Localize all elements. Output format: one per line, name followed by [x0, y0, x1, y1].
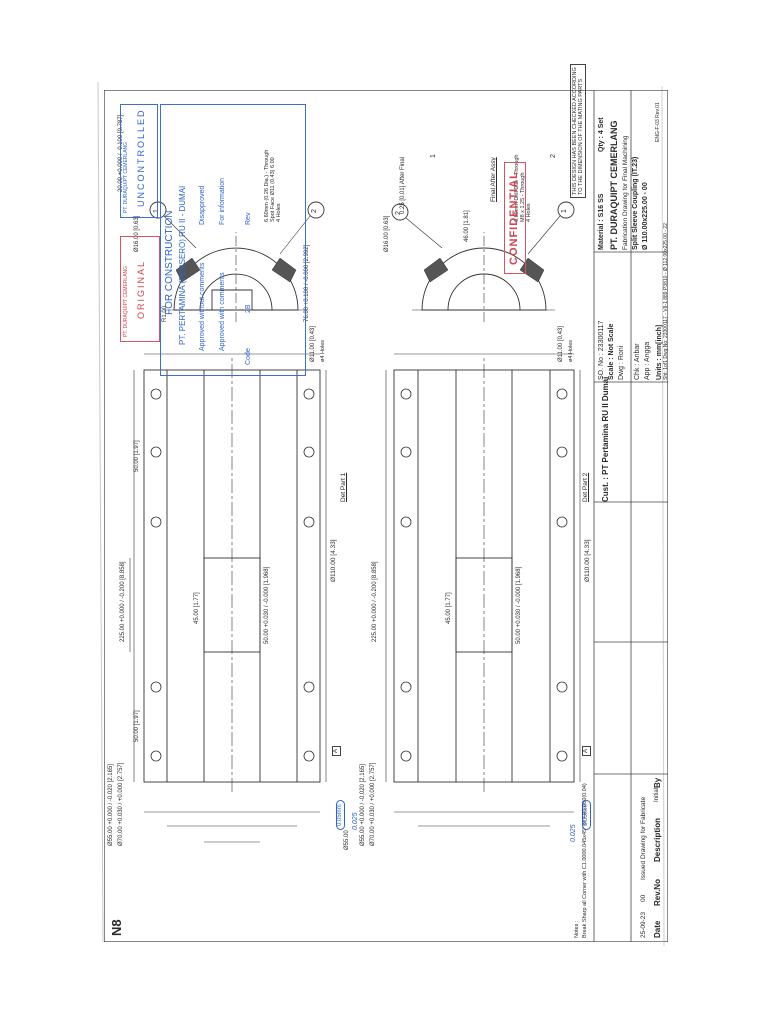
check-note: THIS DESIGN HAS BEEN CHECKED ACCORDING T…: [570, 64, 587, 198]
part1-runout-hand: 0.025: [352, 812, 359, 830]
uncontrolled-stamp: PT. DURAQUIPT CEMERLANG UNCONTROLLED: [120, 104, 158, 218]
front-view-part1: [129, 353, 327, 843]
original-stamp: PT. DURAQUIPT CEMERLANG ORIGINAL: [120, 236, 160, 342]
construction-code: 2B: [245, 304, 252, 313]
sheet-info: Sht: 1of1 Dwg No: 23300117 - V8-1 889 P3…: [663, 223, 669, 380]
part1-center-dim: 45.00 [1.77]: [194, 592, 200, 624]
rev-header-desc: Description: [653, 817, 662, 862]
description-1: Fabrication Drawing for Final Machining: [622, 135, 629, 250]
side1-dim-left: Ø11.00 [0.43]: [310, 326, 316, 362]
original-stamp-company: PT. DURAQUIPT CEMERLANG: [123, 265, 129, 337]
rev-row-desc: Issued Drawing for Fabricate: [640, 796, 647, 880]
side1-balloon-b: 2: [311, 209, 318, 213]
rotated-drawing: 225.00 +0.000 / -0.200 [8.858] 45.00 [1.…: [104, 64, 669, 942]
original-stamp-label: ORIGINAL: [136, 259, 146, 319]
construction-rev-label: Rev: [245, 212, 252, 225]
side2-dim-left: Ø11.00 [0.43]: [558, 326, 564, 362]
uncontrolled-stamp-label: UNCONTROLLED: [136, 108, 146, 207]
approved-by: App : Angga: [644, 341, 651, 380]
rev-row-rev: 00: [640, 894, 647, 902]
part2-bore-main: Ø70.00 +0.030 / +0.000 [2.757]: [370, 762, 376, 846]
uncontrolled-stamp-company: PT. DURAQUIPT CEMERLANG: [123, 141, 129, 213]
construction-opt-3: Disapproved: [199, 185, 206, 225]
assembly-gap: 0.25 [0.01] After Final: [400, 156, 406, 214]
confidential-stamp: CONFIDENTIAL: [504, 162, 526, 274]
construction-opt-1: Approved without comments: [199, 262, 206, 351]
corner-mark: N8: [109, 919, 124, 936]
drawn-by: Dwg : Roni: [618, 345, 625, 380]
side2-holes-note: ø4 Holes: [568, 339, 574, 362]
part2-runout-hand: 0.025: [570, 824, 577, 842]
side-view-part1: [149, 201, 325, 322]
rev-header-initial: Initial: [654, 787, 660, 802]
part1-end-dim: Ø55.00: [344, 830, 350, 850]
part2-bore-small: Ø55.00 +0.000 / -0.020 [2.165]: [360, 764, 366, 846]
part1-center-hole: 50.00 +0.030 / -0.000 [1.968]: [264, 566, 270, 644]
construction-opt-2: Approved with comments: [219, 272, 226, 351]
checked-by: Chk : Anbar: [634, 343, 641, 380]
assembly-balloon-b: 2: [550, 154, 557, 158]
part2-center-hole: 50.00 +0.030 / -0.000 [1.968]: [516, 566, 522, 644]
part2-label: Det Part 2: [582, 472, 589, 502]
side1-holes-note: ø4 Holes: [320, 339, 326, 362]
title-block-frame: [593, 90, 668, 942]
part2-datum: A: [582, 745, 591, 756]
doc-code: ENG-F-03 Rev.01: [655, 102, 661, 142]
assembly-label: Final After Assy: [490, 157, 497, 202]
part1-label: Det Part 1: [340, 472, 347, 502]
company-name: PT. DURAQUIPT CEMERLANG: [609, 120, 619, 250]
quantity: Qty : 4 Set: [598, 117, 605, 152]
part1-bore-main: Ø70.00 +0.030 / +0.000 [2.757]: [118, 762, 124, 846]
part1-runout: 0.05mm: [336, 800, 345, 830]
customer: Cust. : PT Pertamina RU II Dumai: [601, 376, 610, 502]
construction-title: FOR CONSTRUCTION: [164, 210, 175, 315]
construction-company: PT. PERTAMINA (PERSERO) RU II - DUMAI: [178, 185, 187, 345]
rev-header-by: By: [653, 777, 662, 788]
construction-code-label: Code: [245, 348, 252, 365]
scale: Scale : Not Scale: [608, 323, 615, 380]
construction-stamp: FOR CONSTRUCTION PT. PERTAMINA (PERSERO)…: [160, 104, 306, 376]
side2-balloon-b: 1: [561, 209, 568, 213]
part1-datum: A: [332, 745, 341, 756]
so-number: SO. No : 23300117: [598, 320, 605, 380]
material: Material : S16 SS: [598, 193, 605, 250]
notes-heading: Notes :: [574, 920, 580, 938]
side2-right-dim: Ø16.00 [0.63]: [384, 215, 390, 252]
description-2: Split Sleeve Coupling (IT.23): [632, 156, 639, 250]
notes-line: Break Sharp all Corner with C1.0000.045x…: [582, 783, 588, 938]
description-3: Ø 110.00x225.00 - 00: [642, 182, 649, 250]
rev-header-date: Date: [653, 920, 662, 938]
part2-length: 225.00 +0.000 / -0.200 [8.858]: [372, 561, 378, 642]
side-view-part2: [391, 201, 575, 322]
side2-height: 46.00 [1.81]: [464, 210, 470, 242]
confidential-label: CONFIDENTIAL: [508, 171, 520, 265]
part2-diameter: Ø110.00 [4.33]: [584, 539, 591, 582]
rev-row-date: 25-09-23: [640, 911, 647, 938]
part1-bore-small: Ø55.00 +0.000 / -0.020 [2.165]: [108, 764, 114, 846]
front-view-part2: [385, 353, 581, 827]
part1-length: 225.00 +0.000 / -0.200 [8.858]: [120, 561, 126, 642]
part1-diameter: Ø110.00 [4.33]: [330, 539, 337, 582]
rev-header-rev: Rev.No: [653, 879, 662, 906]
part1-gap: 50.00 [1.97]: [134, 710, 140, 742]
assembly-balloon-a: 1: [430, 154, 437, 158]
construction-opt-4: For information: [219, 177, 226, 225]
part2-center-dim: 45.00 [1.77]: [446, 592, 452, 624]
part1-gap-right: 50.00 [1.97]: [134, 440, 140, 472]
